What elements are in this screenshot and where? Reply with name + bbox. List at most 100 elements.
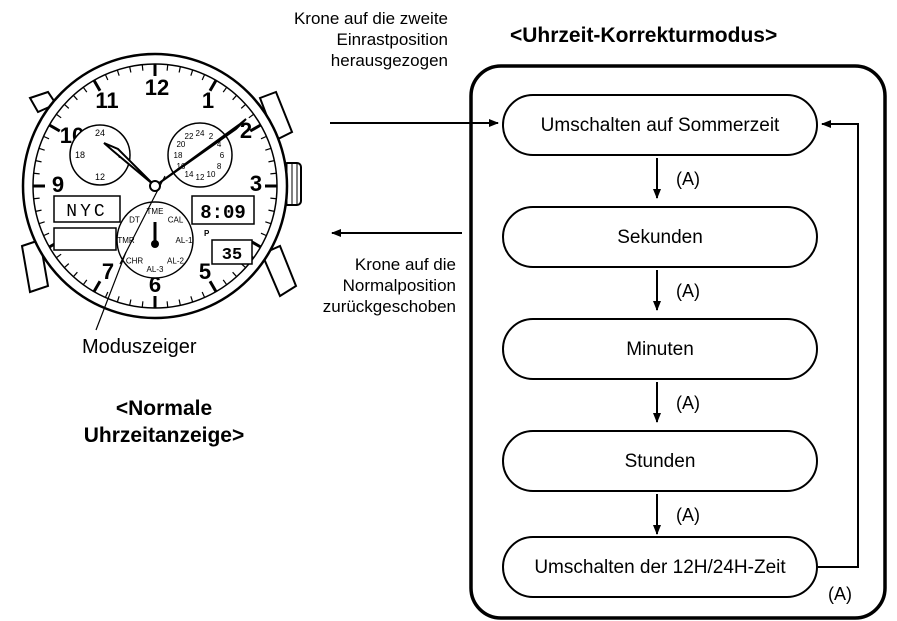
minute-tick [72,94,78,101]
minute-tick [178,299,181,306]
numeral: 9 [52,172,64,197]
minute-tick [116,69,120,76]
minute-tick [43,135,50,140]
mode-title: <Uhrzeit-Korrekturmodus> [510,24,778,47]
mode-dial-label: CHR [126,257,144,266]
step-arrow-label: (A) [676,505,700,525]
mode-dial-label: AL-2 [167,257,184,266]
minute-tick [55,113,62,119]
hour-hand [103,142,156,187]
mode-pointer-leader [95,251,127,331]
minute-hand [154,118,247,187]
minute-tick [201,291,206,298]
city-display [53,195,121,223]
minute-tick [260,135,267,140]
step-label: Minuten [626,338,694,360]
city-code: NYC [66,202,107,222]
minute-tick [55,253,62,259]
center-pin [149,180,161,192]
minute-tick [190,296,194,303]
right-subdial-label: 2 [209,132,214,141]
pusher-bottom-right [260,244,298,298]
minute-tick [82,86,88,93]
numeral: 12 [145,75,169,100]
minute-tick [201,74,206,81]
minute-tick [48,123,61,133]
mode-dial-label: DT [129,216,140,225]
minute-tick [35,209,42,212]
minute-tick [208,280,218,293]
numeral: 11 [95,88,118,113]
minute-tick [268,160,275,163]
step-dst-toggle: Umschalten auf Sommerzeit [502,94,818,156]
digital-time: 8:09 [200,202,246,224]
minute-tick [248,113,255,119]
numeral: 2 [240,118,252,143]
step-arrow-label: (A) [676,393,700,413]
step-12h-24h-toggle: Umschalten der 12H/24H-Zeit [502,536,818,598]
normal-display-title: <Normale Uhrzeitanzeige> [83,397,245,447]
left-subdial-label: 18 [75,150,85,160]
minute-tick [141,64,144,71]
minute-tick [232,271,238,278]
loop-arrow-label: (A) [828,584,852,604]
step-arrow-label: (A) [676,281,700,301]
step-label: Umschalten auf Sommerzeit [540,114,780,136]
minute-tick [33,172,40,175]
left-subdial-label: 12 [95,172,105,182]
minute-tick [92,280,102,293]
right-subdial-label: 18 [174,151,183,160]
step-label: Umschalten der 12H/24H-Zeit [534,556,786,578]
right-subdial-label: 22 [185,132,194,141]
minute-tick [129,299,132,306]
numeral: 3 [250,171,262,196]
minute-tick [232,94,238,101]
minute-track [33,64,277,308]
step-seconds: Sekunden [502,206,818,268]
minute-tick [166,301,169,308]
right-subdial-label: 24 [196,129,205,138]
minute-tick [240,103,247,109]
seconds-display [211,239,253,265]
right-subdial-label: 4 [217,140,222,149]
right-subdial-label: 6 [220,151,225,160]
step-hours: Stunden [502,430,818,492]
minute-tick [33,197,40,200]
pm-indicator: P [204,229,210,238]
lower-left-display [53,227,117,251]
right-subdial-label: 14 [185,170,194,179]
right-subdial-label: 8 [217,162,222,171]
minute-tick [270,172,277,175]
minute-tick [190,69,194,76]
digital-seconds: 35 [222,246,242,265]
right-subdial-label: 12 [196,173,205,182]
step-label: Stunden [624,450,696,472]
mode-dial-label: AL-3 [147,265,164,274]
mode-dial-label: TME [147,207,164,216]
mode-dial-label: TMR [117,236,135,245]
minute-tick [260,232,267,237]
minute-tick [208,79,218,92]
mode-dial-label: AL-1 [176,236,193,245]
minute-tick [116,296,120,303]
pointer-label: Moduszeiger [82,336,197,358]
minute-tick [63,103,70,109]
left-subdial-label: 24 [95,128,105,138]
minute-tick [265,221,272,225]
mode-dial-label: CAL [168,216,184,225]
numeral: 1 [202,88,214,113]
crown-out-note: Krone auf die zweite Einrastposition her… [293,9,448,70]
minute-tick [222,86,228,93]
minute-tick [166,64,169,71]
minute-tick [265,147,272,151]
minute-tick [104,291,109,298]
step-minutes: Minuten [502,318,818,380]
time-display [191,195,255,225]
step-label: Sekunden [617,226,703,248]
minute-tick [268,209,275,212]
minute-tick [38,147,45,151]
minute-tick [222,279,228,286]
